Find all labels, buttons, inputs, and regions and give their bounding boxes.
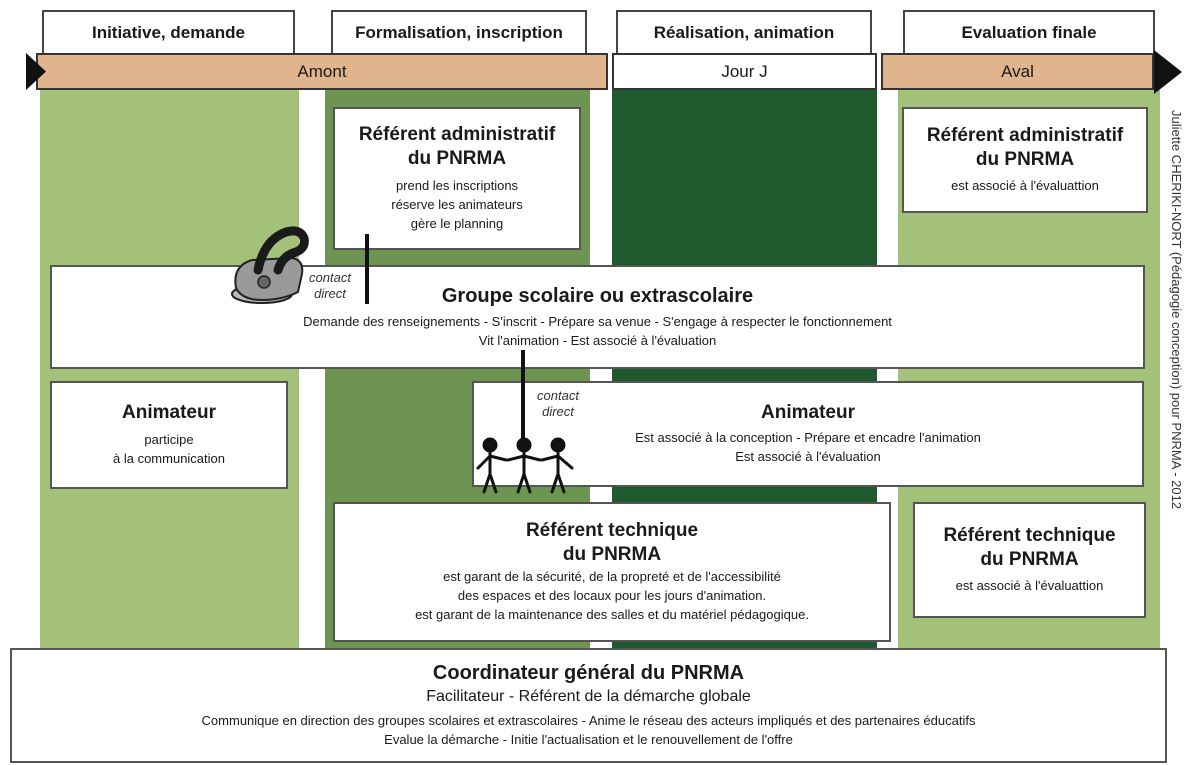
animateur-right-line2: Est associé à l'évaluation (735, 448, 881, 464)
children-group-icon (476, 437, 574, 494)
coordinateur-line1: Communique en direction des groupes scol… (201, 713, 976, 729)
groupe-text-line1: Demande des renseignements - S'inscrit -… (303, 313, 892, 329)
ref-tech-box-formalisation: Référent technique du PNRMA est garant d… (333, 502, 891, 642)
coordinateur-subtitle: Facilitateur - Référent de la démarche g… (426, 687, 751, 705)
animateur-left-line: à la communication (113, 450, 225, 466)
timeline-arrow-end-icon (1154, 50, 1182, 94)
animateur-right-text: Est associé à la conception - Prépare et… (635, 429, 981, 467)
ref-tech-line: des espaces et des locaux pour les jours… (457, 588, 767, 604)
timeline-amont-label: Amont (297, 61, 347, 81)
ref-tech-eval-title-line2: du PNRMA (980, 548, 1079, 570)
timeline-jour-label: Jour J (721, 61, 768, 81)
ref-admin-tasks: prend les inscriptions réserve les anima… (391, 177, 523, 234)
ref-tech-line: est garant de la maintenance des salles … (415, 607, 809, 623)
coordinateur-box: Coordinateur général du PNRMA Facilitate… (10, 648, 1167, 763)
coordinateur-title: Coordinateur général du PNRMA (432, 661, 745, 684)
credit-text: Juliette CHERIKI-NORT (Pédagogie concept… (1169, 110, 1184, 510)
ref-tech-title: Référent technique du PNRMA (526, 519, 698, 567)
ref-admin-eval-text: est associé à l'évaluattion (951, 178, 1099, 194)
groupe-text: Demande des renseignements - S'inscrit -… (303, 313, 892, 351)
coordinateur-line2: Evalue la démarche - Initie l'actualisat… (384, 732, 793, 748)
ref-admin-title-line1: Référent administratif (358, 124, 556, 146)
contact-label-line2: direct (314, 285, 346, 301)
ref-tech-eval-text: est associé à l'évaluattion (955, 578, 1104, 594)
ref-tech-box-evaluation: Référent technique du PNRMA est associé … (913, 502, 1146, 618)
timeline-aval: Aval (881, 53, 1154, 90)
ref-admin-eval-title: Référent administratif du PNRMA (927, 124, 1123, 172)
coordinateur-text: Communique en direction des groupes scol… (202, 712, 976, 750)
contact-line-admin-groupe (365, 234, 369, 304)
animateur-right-title: Animateur (761, 402, 855, 424)
animateur-box-realisation: Animateur Est associé à la conception - … (472, 381, 1144, 487)
telephone-icon (231, 226, 309, 304)
groupe-scolaire-box: Groupe scolaire ou extrascolaire Demande… (50, 265, 1145, 369)
ref-tech-title-line2: du PNRMA (562, 543, 662, 565)
animateur-left-text: participe à la communication (113, 431, 225, 469)
contact-line-groupe-animateur (521, 350, 525, 440)
ref-admin-title-line2: du PNRMA (407, 148, 507, 170)
groupe-title: Groupe scolaire ou extrascolaire (441, 284, 754, 307)
timeline-amont: Amont (36, 53, 608, 90)
contact-label-line1: contact (537, 388, 579, 403)
ref-admin-task: prend les inscriptions (395, 177, 519, 193)
ref-admin-title: Référent administratif du PNRMA (359, 123, 555, 171)
phase-header-realisation: Réalisation, animation (616, 10, 872, 53)
ref-admin-task: réserve les animateurs (391, 196, 523, 212)
timeline-arrow-start-icon (26, 53, 46, 90)
ref-tech-line: est garant de la sécurité, de la propret… (443, 569, 781, 585)
animateur-right-line1: Est associé à la conception - Prépare et… (635, 430, 981, 446)
phase-header-formalisation: Formalisation, inscription (331, 10, 587, 53)
timeline-aval-label: Aval (1001, 61, 1034, 81)
ref-admin-box-formalisation: Référent administratif du PNRMA prend le… (333, 107, 581, 250)
ref-tech-title-line1: Référent technique (525, 519, 699, 541)
timeline-jour-j: Jour J (612, 53, 877, 90)
credit-vertical: Juliette CHERIKI-NORT (Pédagogie concept… (1164, 110, 1188, 640)
contact-label-line2: direct (542, 403, 574, 419)
groupe-text-line2: Vit l'animation - Est associé à l'évalua… (478, 332, 717, 348)
animateur-left-line: participe (144, 432, 194, 448)
contact-direct-label-bottom: contact direct (528, 388, 588, 419)
ref-tech-text: est garant de la sécurité, de la propret… (415, 568, 809, 625)
column-initiative (40, 90, 299, 650)
animateur-box-initiative: Animateur participe à la communication (50, 381, 288, 489)
ref-admin-box-evaluation: Référent administratif du PNRMA est asso… (902, 107, 1148, 213)
ref-admin-eval-title-line2: du PNRMA (975, 148, 1075, 170)
ref-admin-eval-title-line1: Référent administratif (926, 124, 1124, 146)
contact-direct-label-top: contact direct (300, 270, 360, 301)
phase-header-evaluation: Evaluation finale (903, 10, 1155, 53)
animateur-left-title: Animateur (122, 402, 216, 424)
ref-tech-eval-title: Référent technique du PNRMA (943, 524, 1115, 572)
ref-tech-eval-title-line1: Référent technique (943, 524, 1116, 546)
contact-label-line1: contact (309, 270, 351, 285)
ref-admin-task: gère le planning (410, 215, 504, 231)
phase-header-initiative: Initiative, demande (42, 10, 295, 53)
